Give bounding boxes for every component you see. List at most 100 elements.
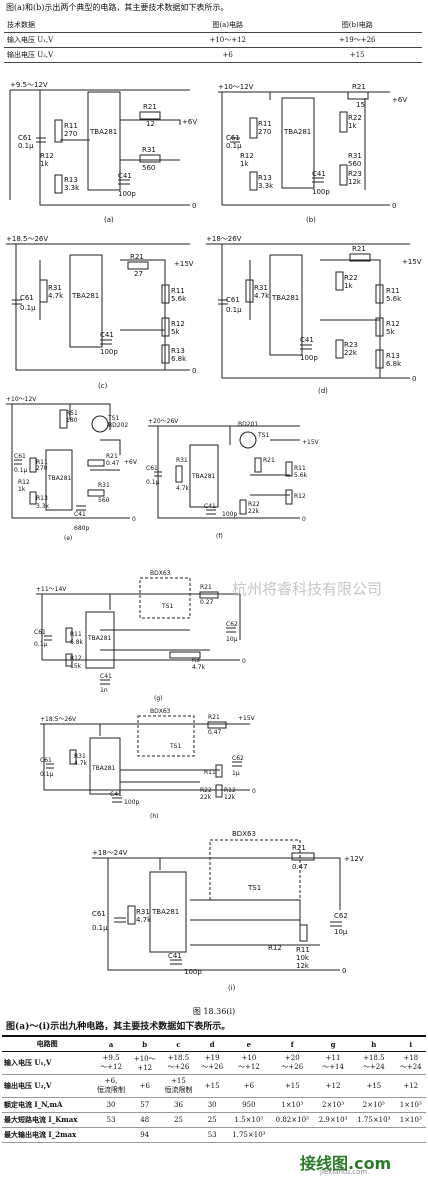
ground-label: 0 xyxy=(192,367,196,375)
part-label: 1k xyxy=(344,282,353,290)
table-header: c xyxy=(159,1035,198,1052)
table-cell: +15 xyxy=(352,1074,396,1098)
table-cell: 950 xyxy=(227,1097,271,1113)
table-row: 额定电流 I_N,mA 30 57 36 30 950 1×10³ 2×10³ … xyxy=(2,1097,426,1113)
part-label: 5.6k xyxy=(386,295,402,303)
part-label: 0.1μ xyxy=(226,142,242,150)
part-label: 1k xyxy=(40,160,49,168)
resistor-r12-f xyxy=(285,489,293,505)
part-label: 100p xyxy=(118,190,136,198)
part-label: C61 xyxy=(92,910,106,918)
table-cell: +6 xyxy=(129,1074,160,1098)
row-label: 额定电流 I_N,mA xyxy=(2,1097,93,1113)
vin-label-f: +20～26V xyxy=(148,418,179,425)
table-cell: 53 xyxy=(197,1127,228,1143)
top-table-cell: +10～+12 xyxy=(162,32,293,48)
part-label: R31 xyxy=(74,753,86,760)
figure-caption: 图 18.36(i) xyxy=(192,1007,236,1016)
part-label: C61 xyxy=(226,296,240,304)
part-label: R11 xyxy=(171,287,185,295)
part-label: 4.7k xyxy=(136,916,152,924)
resistor-r13-d xyxy=(375,349,384,369)
part-label: BDX63 xyxy=(150,708,171,715)
table-header: g xyxy=(313,1035,353,1052)
part-label: 100p xyxy=(312,188,330,196)
table-cell: +18.5 ～+26 xyxy=(159,1051,198,1075)
part-label: 270 xyxy=(258,128,271,136)
vout-label-h: +15V xyxy=(238,715,256,722)
part-label: R11 xyxy=(258,120,272,128)
part-label: 5.6k xyxy=(294,472,308,479)
part-label: BD201 xyxy=(238,421,258,428)
ic-label-e: TBA281 xyxy=(47,475,72,482)
part-label: 0.1μ xyxy=(20,304,36,312)
resistor-r21-f xyxy=(254,457,262,473)
table-row: 最大输出电流 I_2max 94 53 1.75×10³ xyxy=(2,1127,426,1143)
top-table-cell: 输入电压 U₁,V xyxy=(4,32,163,48)
part-label: C41 xyxy=(300,336,314,344)
transistor-ts1-f xyxy=(239,431,257,449)
table-cell: 57 xyxy=(129,1097,160,1113)
part-label: C41 xyxy=(100,331,114,339)
resistor-r21-c xyxy=(127,261,149,270)
part-label: R31 xyxy=(136,908,150,916)
part-label: C62 xyxy=(232,755,244,762)
part-label: R11 xyxy=(64,122,78,130)
part-label: 1k xyxy=(240,160,249,168)
ic-tba281-i xyxy=(149,871,187,953)
part-label: C41 xyxy=(204,503,216,510)
row-label: 输出电压 U₂,V xyxy=(2,1074,93,1098)
circuit-h: +18.5～26V TBA281 +15V BDX63 R21 0.47 TS1… xyxy=(40,708,256,820)
part-label: 10μ xyxy=(226,636,238,643)
part-label: 100p xyxy=(300,354,318,362)
figure-label-i: (i) xyxy=(228,984,236,992)
part-label: 12k xyxy=(348,178,362,186)
resistor-r13-e xyxy=(29,491,37,505)
part-label: R12 xyxy=(171,320,185,328)
table-cell: +11 ～+14 xyxy=(313,1051,353,1075)
circuit-i: +18～24V TBA281 +12V BDX63 R21 0.47 TS1 C… xyxy=(92,830,364,992)
part-label: C61 xyxy=(34,629,46,636)
table-row: 最大短路电流 I_Kmax 53 48 25 25 1.5×10³ 0.82×1… xyxy=(2,1112,426,1128)
table-cell: 25 xyxy=(197,1112,228,1128)
part-label: BDX63 xyxy=(232,830,256,838)
table-cell: +20 ～+26 xyxy=(270,1051,314,1075)
ic-tba281-g xyxy=(85,611,115,669)
table-cell: 53 xyxy=(92,1112,130,1128)
circuit-d: +18～26V TBA281 +15V C61 0.1μ R31 4.7k R2… xyxy=(206,235,422,395)
resistor-r22-d xyxy=(335,271,344,291)
ic-tba281-c xyxy=(69,254,103,348)
resistor-r11-a xyxy=(54,119,63,143)
ic-tba281-e xyxy=(45,449,73,511)
table-row: 输入电压 U₁,V +9.5 ～+12 +10～ +12 +18.5 ～+26 … xyxy=(2,1051,426,1075)
resistor-r21-e xyxy=(87,459,105,467)
part-label: R11 xyxy=(70,631,82,638)
part-label: 560 xyxy=(142,164,155,172)
circuit-f: +20～26V TBA281 +15V BD201 TS1 C61 0.1μ R… xyxy=(146,418,320,540)
ground-label: 0 xyxy=(192,202,196,210)
figure-label-c: (c) xyxy=(98,382,108,390)
resistor-r11-c xyxy=(161,284,170,304)
part-label: C41 xyxy=(312,170,326,178)
part-label: 6.8k xyxy=(171,355,187,363)
table-cell: +10～ +12 xyxy=(129,1051,160,1075)
part-label: R13 xyxy=(386,352,400,360)
part-label: R22 xyxy=(200,787,212,794)
part-label: R21 xyxy=(352,245,366,253)
resistor-r31-a xyxy=(139,154,161,163)
part-label: C61 xyxy=(18,134,32,142)
table-cell: +6 xyxy=(227,1074,271,1098)
table-caption: 图(a)～(i)示出九种电路，其主要技术数据如下表所示。 xyxy=(6,1022,231,1032)
ground-label: 0 xyxy=(302,516,306,523)
table-header-row: 电路图 a b c d e f g h i xyxy=(2,1035,426,1052)
part-label: 0.1μ xyxy=(14,467,28,474)
table-cell: +9.5 ～+12 xyxy=(92,1051,130,1075)
part-label: R13 xyxy=(36,495,48,502)
table-cell: +10 ～+12 xyxy=(227,1051,271,1075)
part-label: 22k xyxy=(344,349,358,357)
part-label: C62 xyxy=(334,912,348,920)
row-label: 最大短路电流 I_Kmax xyxy=(2,1112,93,1128)
vin-label-h: +18.5～26V xyxy=(40,716,77,723)
part-label: TS1 xyxy=(161,603,173,610)
part-label: R31 xyxy=(98,482,110,489)
